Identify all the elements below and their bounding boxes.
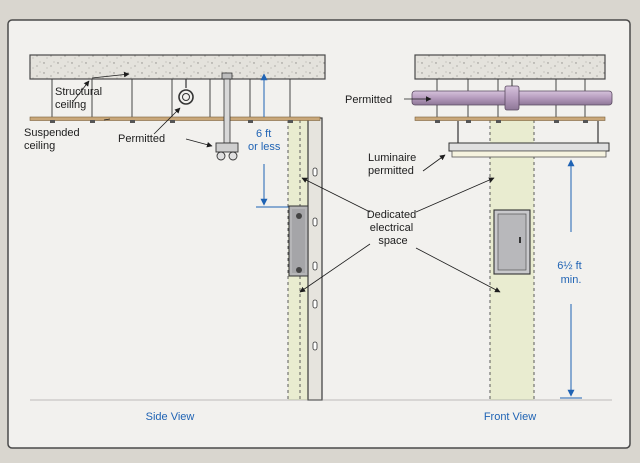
caption-front-view: Front View <box>484 411 536 423</box>
label-luminaire: Luminaire permitted <box>368 152 419 177</box>
dimension-front <box>560 159 582 399</box>
suspended-ceiling-front <box>414 116 606 121</box>
structural-ceiling-side <box>29 54 326 80</box>
structural-ceiling-front <box>414 54 606 80</box>
label-permitted-front: Permitted <box>345 94 392 106</box>
label-structural-ceiling: Structural ceiling <box>55 86 105 111</box>
label-height-front: 6½ ft min. <box>557 260 585 286</box>
side-wall <box>307 117 323 401</box>
ring-hanger-icon <box>178 89 194 105</box>
label-permitted-side: Permitted <box>118 133 165 145</box>
label-dedicated-space: Dedicated electrical space <box>367 209 420 247</box>
wall-equipment-icon <box>288 205 309 277</box>
label-height-side: 6 ft or less <box>248 128 281 153</box>
dimension-side <box>256 73 292 208</box>
luminaire-icon <box>448 121 610 158</box>
caption-side-view: Side View <box>146 411 195 423</box>
side-view <box>29 54 371 401</box>
junction-box-icon <box>215 142 239 161</box>
label-suspended-ceiling: Suspended ceiling <box>24 127 83 152</box>
suspended-ceiling-side <box>29 116 321 121</box>
conduit <box>223 78 231 144</box>
panelboard-icon <box>493 209 531 275</box>
front-view <box>404 54 613 400</box>
